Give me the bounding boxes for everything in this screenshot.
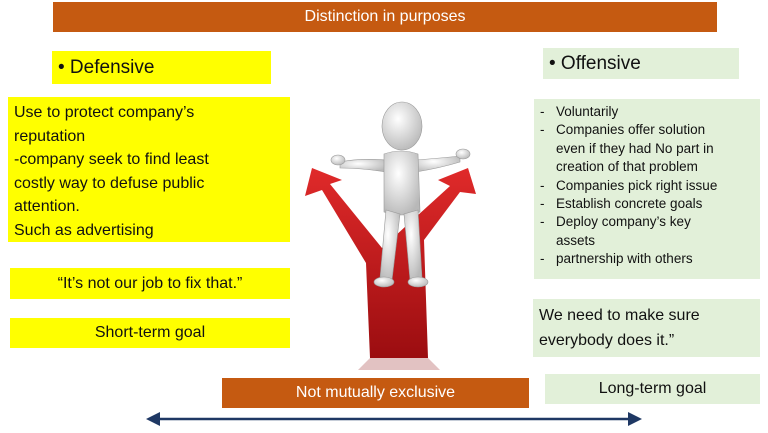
- defensive-heading: • Defensive: [52, 51, 271, 84]
- offensive-list-line: assets: [556, 232, 596, 248]
- defensive-description-line: reputation: [14, 127, 86, 145]
- long-term-goal-box: Long-term goal: [545, 374, 760, 404]
- offensive-list-item: partnership with others: [540, 250, 756, 269]
- stick-figure-at-crossroads-icon: [305, 101, 476, 370]
- offensive-list-line: creation of that problem: [556, 159, 698, 175]
- offensive-list-item: Voluntarily: [540, 103, 756, 122]
- short-term-goal-text: Short-term goal: [94, 324, 206, 341]
- offensive-list-item: Companies offer solution even if they ha…: [540, 121, 756, 176]
- defensive-description-line: attention.: [14, 198, 80, 215]
- offensive-list-line: Companies offer solution: [556, 122, 706, 138]
- offensive-quote-line: everybody does it.”: [539, 332, 675, 349]
- offensive-list-line: partnership with others: [556, 251, 693, 267]
- not-mutually-exclusive-text: Not mutually exclusive: [295, 384, 456, 401]
- short-term-goal-box: Short-term goal: [10, 318, 290, 348]
- offensive-list: Voluntarily Companies offer solution eve…: [534, 99, 760, 279]
- offensive-list-item: Establish concrete goals: [540, 195, 756, 214]
- title-banner: Distinction in purposes: [53, 2, 717, 32]
- defensive-description-line: Use to protect company’s: [14, 104, 195, 121]
- offensive-quote-line: We need to make sure: [539, 307, 700, 324]
- offensive-list-item: Companies pick right issue: [540, 177, 756, 196]
- offensive-list-line: Companies pick right issue: [556, 177, 718, 193]
- offensive-heading: • Offensive: [543, 48, 739, 79]
- offensive-quote: We need to make sure everybody does it.”: [533, 299, 760, 357]
- offensive-list-line: even if they had No part in: [556, 140, 714, 156]
- offensive-list-item: Deploy company’s key assets: [540, 213, 756, 250]
- defensive-description-line: -company seek to find least: [14, 151, 209, 168]
- offensive-list-line: Voluntarily: [556, 104, 619, 119]
- defensive-description-line: Such as advertising: [14, 221, 154, 239]
- arrow-right-icon: [628, 412, 642, 426]
- offensive-list-line: Deploy company’s key: [556, 214, 691, 230]
- long-term-goal-text: Long-term goal: [598, 380, 707, 397]
- offensive-list-line: Establish concrete goals: [556, 196, 703, 212]
- defensive-description-line: costly way to defuse public: [14, 174, 205, 192]
- title-text: Distinction in purposes: [304, 8, 466, 25]
- defensive-quote-text: “It’s not our job to fix that.”: [57, 274, 243, 292]
- defensive-description: Use to protect company’s reputation -com…: [8, 97, 290, 242]
- not-mutually-exclusive-banner: Not mutually exclusive: [222, 378, 529, 408]
- arrow-left-icon: [146, 412, 160, 426]
- double-headed-arrow: [146, 412, 642, 426]
- defensive-quote: “It’s not our job to fix that.”: [10, 268, 290, 299]
